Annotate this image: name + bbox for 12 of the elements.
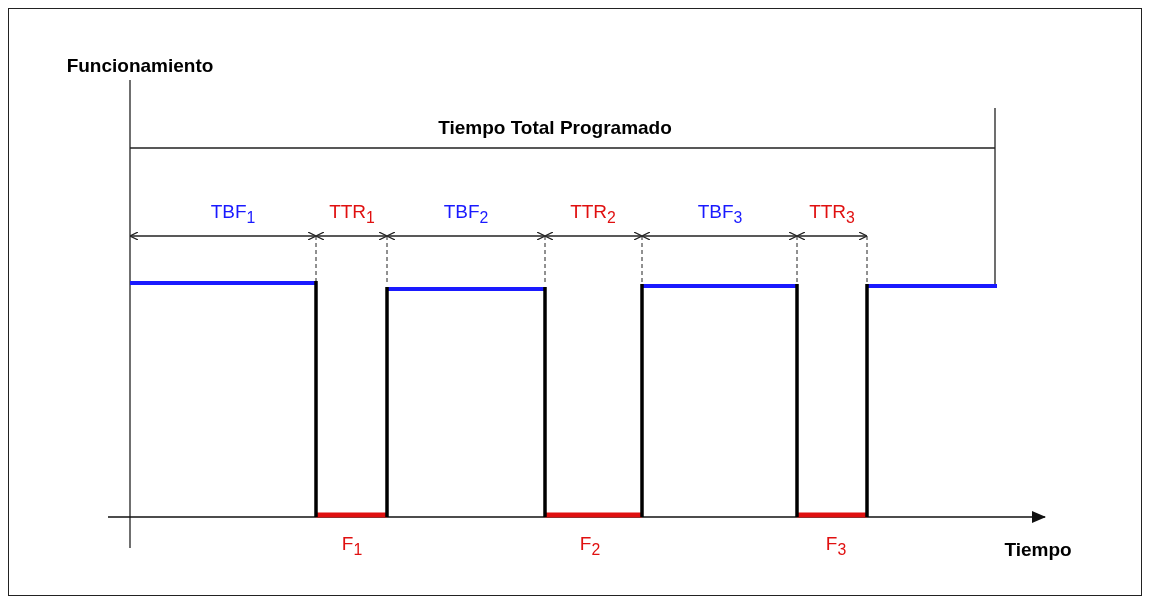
failure-label: F$_{2}$: [579, 533, 601, 559]
dimension-label: TTR$_{1}$: [329, 201, 375, 227]
failure-label: F$_{1}$: [341, 533, 363, 559]
axis-label: Tiempo: [1004, 539, 1072, 561]
dimension-label: TTR$_{2}$: [570, 201, 616, 227]
span-label: Tiempo Total Programado: [438, 117, 672, 139]
axis-label: Funcionamiento: [66, 55, 214, 77]
dimension-label: TBF$_{3}$: [697, 201, 743, 227]
dimension-label: TTR$_{3}$: [809, 201, 855, 227]
dimension-label: TBF$_{1}$: [210, 201, 256, 227]
dimension-label: TBF$_{2}$: [443, 201, 489, 227]
failure-label: F$_{3}$: [825, 533, 847, 559]
